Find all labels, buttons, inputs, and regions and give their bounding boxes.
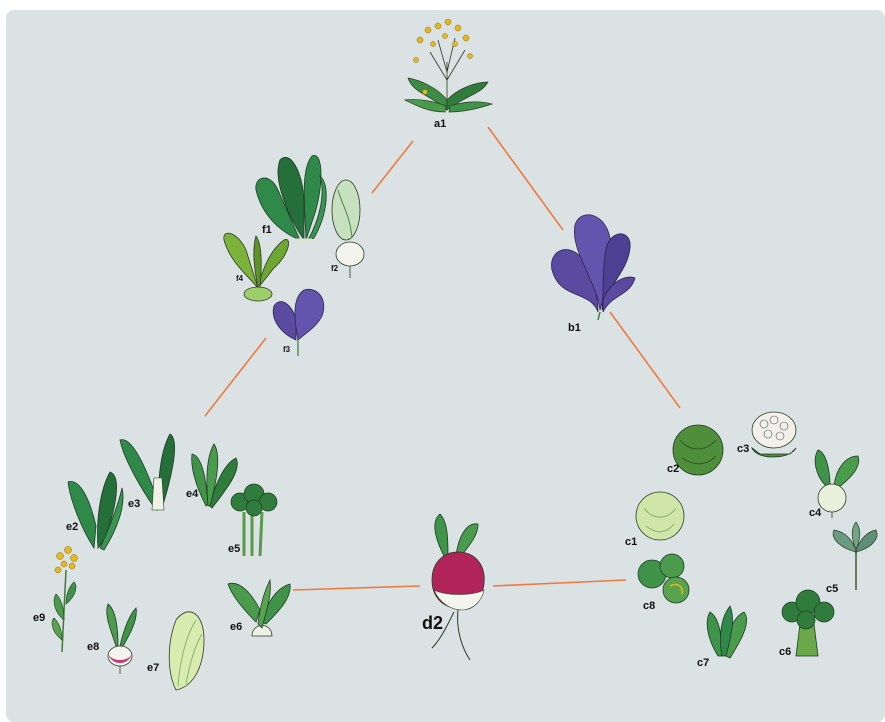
node-label-e6: e6: [230, 621, 242, 633]
cauliflower-icon: [752, 412, 796, 457]
node-label-c4: c4: [809, 507, 822, 519]
diagram-canvas: a1 b1 f1 f2 f4 f3 c2: [6, 10, 885, 722]
node-label-c3: c3: [737, 443, 749, 455]
connector-b1-c-group: [610, 312, 680, 408]
connector-a1-b1: [488, 127, 563, 230]
node-label-c2: c2: [667, 463, 679, 475]
node-label-c5: c5: [826, 583, 838, 595]
node-label-e5: e5: [228, 543, 240, 555]
node-label-f1: f1: [262, 224, 272, 236]
purple-cabbage-leaf-icon: [273, 289, 324, 356]
connector-a1-f-group: [372, 141, 413, 193]
spinach-mustard-icon: [192, 444, 238, 508]
node-label-d2: d2: [422, 613, 443, 633]
node-label-a1: a1: [434, 118, 446, 130]
radish-icon: [432, 514, 484, 660]
connector-f-group-e-group: [205, 338, 266, 416]
kohlrabi-icon: [815, 450, 859, 518]
savoy-cabbage-icon: [673, 425, 723, 475]
cabbage-head-icon: [636, 492, 684, 540]
tree-kale-icon: [833, 522, 877, 590]
node-label-b1: b1: [568, 322, 581, 334]
connector-e-group-d2: [293, 586, 420, 590]
connector-d2-c-group: [493, 580, 626, 586]
leafy-kale-icon: [707, 606, 746, 658]
napa-cabbage-icon: [169, 612, 204, 690]
node-label-e8: e8: [87, 641, 99, 653]
tatsoi-icon: [224, 233, 289, 301]
node-label-c7: c7: [697, 657, 709, 669]
node-label-e3: e3: [128, 498, 140, 510]
turnip-icon: [107, 604, 137, 674]
purple-leaf-mustard-icon: [552, 215, 635, 320]
node-label-f4: f4: [236, 274, 244, 283]
leafy-greens-icon: [68, 472, 123, 550]
node-label-e4: e4: [186, 488, 199, 500]
node-label-e9: e9: [33, 612, 45, 624]
node-label-f3: f3: [283, 345, 291, 354]
node-label-c1: c1: [625, 536, 637, 548]
node-label-c6: c6: [779, 646, 791, 658]
node-label-e2: e2: [66, 521, 78, 533]
brassica-triangle-diagram: a1 b1 f1 f2 f4 f3 c2: [6, 10, 885, 722]
node-label-f2: f2: [331, 264, 339, 273]
node-label-c8: c8: [643, 600, 655, 612]
node-label-e7: e7: [147, 662, 159, 674]
turnip-rape-flower-icon: [52, 547, 77, 653]
flowering-mustard-icon: [405, 19, 492, 112]
brussels-sprouts-icon: [638, 554, 689, 603]
